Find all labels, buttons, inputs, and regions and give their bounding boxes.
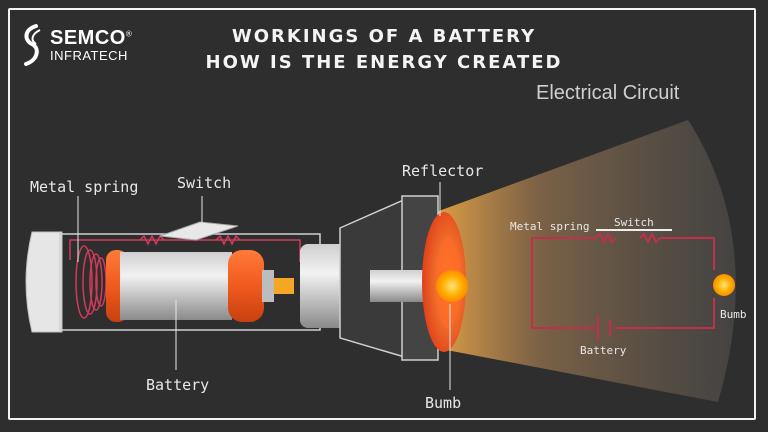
registered-mark: ® bbox=[125, 29, 133, 39]
circuit-label-bumb: Bumb bbox=[720, 308, 747, 321]
brand-logo: SEMCO® INFRATECH bbox=[18, 22, 132, 68]
circuit-label-battery: Battery bbox=[580, 344, 627, 357]
tail-cap bbox=[25, 231, 63, 333]
frame-border bbox=[8, 8, 756, 420]
bulb-post bbox=[370, 270, 430, 302]
brand-text: SEMCO® INFRATECH bbox=[50, 26, 133, 63]
battery-nub bbox=[274, 278, 294, 294]
circuit-schematic bbox=[531, 231, 715, 340]
battery-terminal bbox=[262, 270, 274, 302]
semco-logo-icon bbox=[24, 24, 41, 66]
internal-wire bbox=[69, 239, 301, 262]
head-neck bbox=[300, 244, 350, 328]
label-battery: Battery bbox=[146, 376, 209, 394]
circuit-resistor-2 bbox=[639, 231, 661, 245]
light-beam bbox=[436, 120, 736, 402]
bulb bbox=[436, 270, 468, 302]
title-line-2: HOW IS THE ENERGY CREATED bbox=[205, 52, 563, 73]
battery-2-cap bbox=[228, 250, 264, 322]
brand-sub: INFRATECH bbox=[50, 47, 128, 63]
circuit-label-switch: Switch bbox=[614, 216, 654, 229]
title-line-1: WORKINGS OF A BATTERY bbox=[231, 26, 537, 47]
circuit-bulb bbox=[713, 274, 735, 296]
circuit-wire-loop bbox=[531, 237, 715, 329]
metal-spring-coil bbox=[75, 245, 107, 319]
brand-name: SEMCO bbox=[50, 26, 126, 49]
wire-coil-right bbox=[215, 234, 241, 246]
circuit-resistor-1 bbox=[595, 231, 617, 245]
switch-plate bbox=[159, 221, 239, 241]
circuit-label-metal-spring: Metal spring bbox=[510, 220, 589, 233]
label-metal-spring: Metal spring bbox=[30, 178, 138, 196]
label-switch: Switch bbox=[177, 174, 231, 192]
subtitle: Electrical Circuit bbox=[536, 82, 680, 104]
label-bumb: Bumb bbox=[425, 394, 461, 412]
label-reflector: Reflector bbox=[402, 162, 483, 180]
